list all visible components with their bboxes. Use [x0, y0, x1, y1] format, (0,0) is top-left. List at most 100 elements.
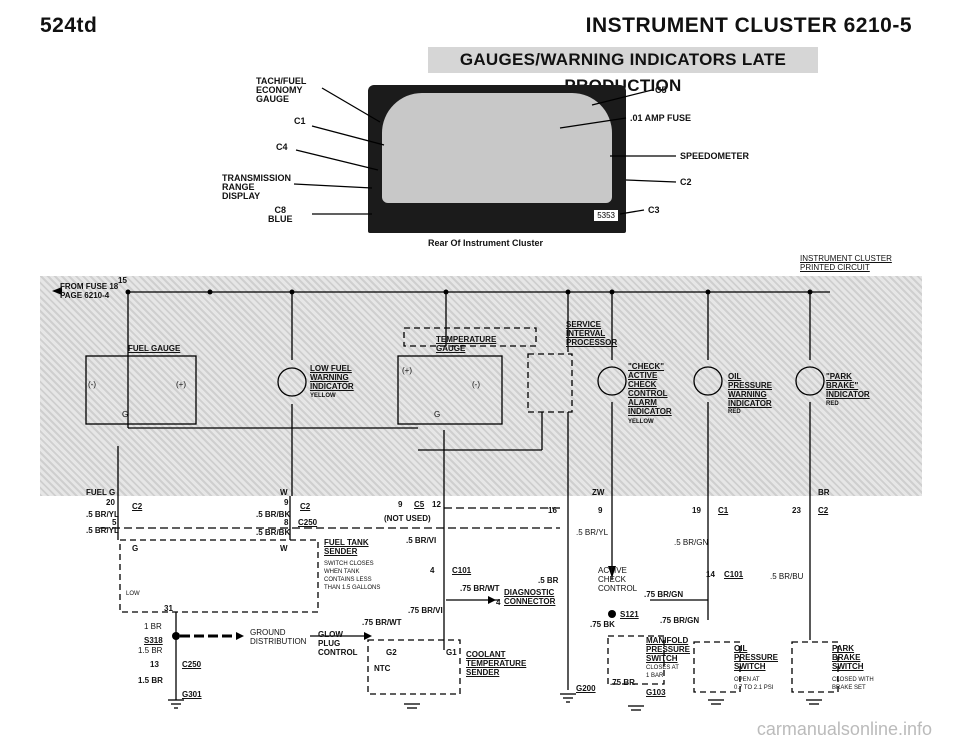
connector-c2-a: C2 — [132, 502, 143, 511]
oil-warning-label: OIL PRESSURE WARNING INDICATOR — [728, 372, 773, 408]
wire-15-br-a: 1.5 BR — [138, 646, 163, 655]
wire-br-wt-1: .75 BR/WT — [460, 584, 500, 593]
splice-s121: S121 — [620, 610, 639, 619]
pin-4-b: 4 — [496, 598, 501, 607]
ground-g200: G200 — [576, 684, 596, 693]
pin-12: 12 — [432, 500, 441, 509]
pin-8: 8 — [284, 518, 289, 527]
callout-speedo: SPEEDOMETER — [680, 151, 750, 161]
from-fuse-label: FROM FUSE 18 PAGE 6210-4 — [60, 282, 119, 300]
glow-plug-control-label: GLOW PLUG CONTROL — [318, 630, 358, 657]
wire-br-yl-1: .5 BR/YL — [86, 510, 119, 519]
wire-br-5: .5 BR — [538, 576, 559, 585]
oil-switch-label: OIL PRESSURE SWITCH — [734, 644, 779, 671]
pin-20: 20 — [106, 498, 115, 507]
callout-c2: C2 — [680, 177, 692, 187]
connector-c2-c: C2 — [818, 506, 829, 515]
wire-br-gn: .5 BR/GN — [674, 538, 709, 547]
pin-fuel-g: FUEL G — [86, 488, 116, 497]
wire-br-gn-75-b: .75 BR/GN — [660, 616, 700, 625]
pin-br: BR — [818, 488, 830, 497]
low-fuel-label: LOW FUEL WARNING INDICATOR — [310, 364, 354, 391]
ground-g103: G103 — [646, 688, 666, 697]
connector-c2-b: C2 — [300, 502, 311, 511]
ntc-label: NTC — [374, 664, 391, 673]
callout-c1: C1 — [294, 116, 306, 126]
pin-13: 13 — [150, 660, 159, 669]
diagnostic-connector-label: DIAGNOSTIC CONNECTOR — [504, 588, 556, 606]
printed-circuit-board — [40, 276, 922, 496]
cluster-photo: 5353 — [368, 85, 626, 233]
oil-switch-desc: OPEN AT 0.7 TO 2.1 PSI — [734, 677, 774, 691]
sender-pin-g: G — [132, 544, 139, 553]
callout-c3: C3 — [648, 205, 660, 215]
park-brake-label: "PARK BRAKE" INDICATOR — [826, 372, 870, 399]
connector-c250-a: C250 — [298, 518, 318, 527]
wire-75-bk: .75 BK — [590, 620, 615, 629]
page-number-left: 524td — [40, 14, 98, 37]
active-check-label: ACTIVE CHECK CONTROL — [598, 566, 638, 593]
not-used-label: (NOT USED) — [384, 514, 431, 523]
pin-w: W — [280, 488, 288, 497]
park-switch-label: PARK BRAKE SWITCH — [832, 644, 864, 671]
wire-br-vi-1: .5 BR/VI — [406, 536, 437, 545]
fuel-gauge-plus: (+) — [176, 380, 186, 389]
wire-br-yl-2: .5 BR/YL — [86, 526, 119, 535]
photo-caption: Rear Of Instrument Cluster — [428, 238, 544, 248]
wire-br-vi-2: .75 BR/VI — [408, 606, 443, 615]
photo-number: 5353 — [594, 210, 618, 221]
manifold-switch-label: MANIFOLD PRESSURE SWITCH — [646, 636, 691, 663]
pin-9-b: 9 — [398, 500, 403, 509]
fuel-tank-sender-label: FUEL TANK SENDER — [324, 538, 369, 556]
sender-low: LOW — [126, 591, 140, 597]
wire-zw: .5 BR/YL — [576, 528, 609, 537]
fuel-gauge-label: FUEL GAUGE — [128, 344, 181, 353]
connector-c1: C1 — [718, 506, 729, 515]
pin-14: 14 — [706, 570, 715, 579]
check-control-label: "CHECK" ACTIVE CHECK CONTROL ALARM INDIC… — [628, 362, 672, 416]
temp-gauge-plus: (+) — [402, 366, 412, 375]
fuel-gauge-g: G — [122, 410, 129, 419]
diagram-banner: GAUGES/WARNING INDICATORS LATE PRODUCTIO… — [428, 47, 818, 95]
temp-gauge-g: G — [434, 410, 441, 419]
connector-c5: C5 — [414, 500, 425, 509]
pin-g1: G1 — [446, 648, 457, 657]
pin-9-a: 9 — [284, 498, 289, 507]
temp-gauge-label: TEMPERATURE GAUGE — [436, 335, 497, 353]
callout-c8: C8 BLUE — [268, 205, 293, 224]
check-control-color: YELLOW — [628, 419, 654, 425]
connector-c101-b: C101 — [724, 570, 744, 579]
pin-zw: ZW — [592, 488, 605, 497]
pin-9-c: 9 — [598, 506, 603, 515]
callout-tach: TACH/FUEL ECONOMY GAUGE — [256, 76, 307, 104]
connector-c101: C101 — [452, 566, 472, 575]
temp-gauge-minus: (-) — [472, 380, 480, 389]
callout-c4: C4 — [276, 142, 288, 152]
fuel-gauge-minus: (-) — [88, 380, 96, 389]
oil-warning-color: RED — [728, 409, 741, 415]
pin-19: 19 — [692, 506, 701, 515]
sender-pin-w: W — [280, 544, 288, 553]
coolant-sender-label: COOLANT TEMPERATURE SENDER — [466, 650, 527, 677]
pin-23: 23 — [792, 506, 801, 515]
park-switch-desc: CLOSED WITH BRAKE SET — [832, 677, 874, 691]
pin-g2: G2 — [386, 648, 397, 657]
wire-br-gn-75: .75 BR/GN — [644, 590, 684, 599]
cluster-face — [382, 93, 612, 203]
pcb-label: INSTRUMENT CLUSTER PRINTED CIRCUIT — [800, 254, 892, 272]
wire-75-br: .75 BR — [610, 678, 635, 687]
manifold-switch-desc: CLOSES AT 1 BAR — [646, 665, 679, 679]
wire-br-bk-1: .5 BR/BK — [256, 510, 291, 519]
ground-distribution-label: GROUND DISTRIBUTION — [250, 628, 307, 646]
callout-trans: TRANSMISSION RANGE DISPLAY — [222, 173, 292, 201]
watermark: carmanualsonline.info — [756, 719, 932, 739]
fuel-tank-sender-desc: SWITCH CLOSES WHEN TANK CONTAINS LESS TH… — [324, 561, 381, 591]
pin-4-a: 4 — [430, 566, 435, 575]
fuse-number: 15 — [118, 276, 127, 285]
wire-br-bu: .5 BR/BU — [770, 572, 804, 581]
connector-c250-b: C250 — [182, 660, 202, 669]
service-interval-label: SERVICE INTERVAL PROCESSOR — [566, 320, 618, 347]
low-fuel-color: YELLOW — [310, 393, 336, 399]
splice-s318: S318 — [144, 636, 163, 645]
